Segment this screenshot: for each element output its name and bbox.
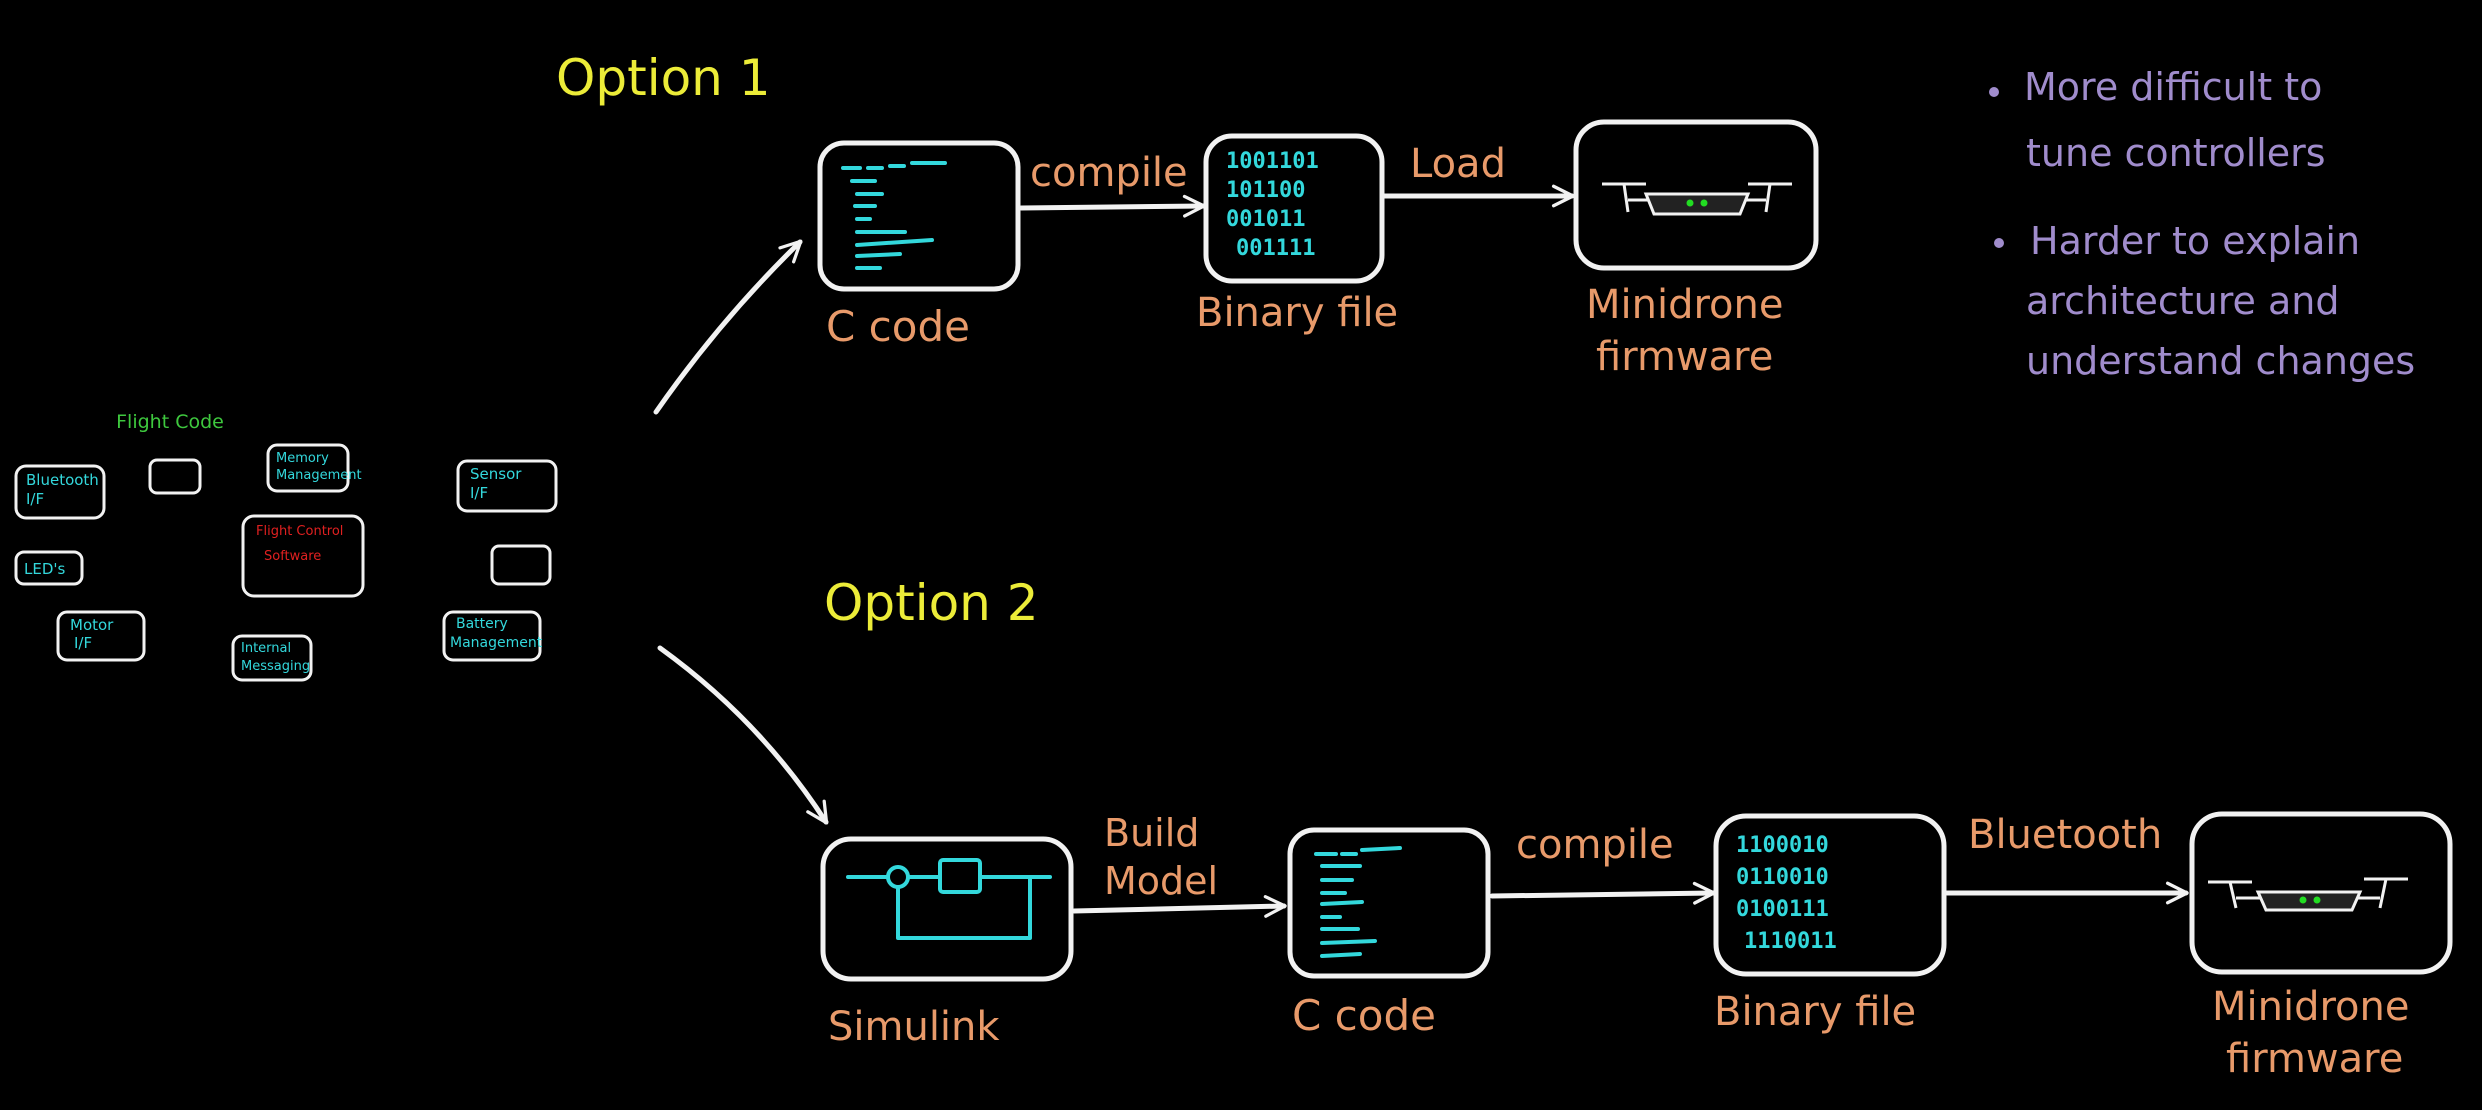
memory-management-module: Memory Management (266, 443, 362, 493)
bluetooth-if-module: Bluetooth I/F (14, 464, 106, 520)
option2-firmware-box (2189, 811, 2453, 975)
build-model-line2: Model (1104, 859, 1218, 903)
option1-firmware-line2: firmware (1596, 334, 1773, 380)
empty-module-box-2 (490, 544, 552, 586)
option2-binary-line3: 0100111 (1736, 897, 1829, 922)
battery-management-module: Battery Management (442, 610, 543, 662)
option1-binary-line1: 1001101 (1226, 149, 1319, 174)
note-2-line1: Harder to explain (2030, 219, 2360, 263)
bluetooth-label: Bluetooth (1968, 812, 2162, 858)
option2-binary-line2: 0110010 (1736, 865, 1829, 890)
code-lines-icon (1314, 846, 1402, 958)
sensor-module-line1: Sensor (470, 465, 522, 483)
option1-binary-line4: 001111 (1236, 236, 1315, 261)
flight-control-line1: Flight Control (256, 524, 343, 539)
notes-list: More difficult to tune controllers Harde… (1989, 65, 2415, 383)
option2-c-code-box (1287, 827, 1491, 979)
battery-module-line2: Management (450, 635, 543, 651)
option2-binary-label: Binary file (1714, 989, 1916, 1035)
option2-c-code-label: C code (1292, 991, 1436, 1040)
flight-control-line2: Software (264, 549, 321, 564)
internal-module-line2: Messaging (241, 659, 310, 674)
option1-row: Option 1 C code compile (556, 49, 1819, 380)
svg-text:Internal Messaging: Internal Messaging (241, 641, 310, 674)
note-bullet-2 (1994, 238, 2004, 248)
option1-binary-line3: 001011 (1226, 207, 1305, 232)
note-bullet-1 (1989, 87, 1999, 97)
internal-module-line1: Internal (241, 641, 291, 656)
option2-title: Option 2 (824, 574, 1039, 632)
note-1: More difficult to tune controllers (2024, 65, 2334, 175)
arrow-to-option2 (657, 645, 829, 825)
empty-module-box-1 (148, 458, 202, 495)
svg-text:1100010 0110010: 1100010 0110010 0100111 1110011 (1736, 833, 1842, 954)
leds-module-label: LED's (24, 560, 66, 578)
minidrone-icon (1602, 182, 1792, 216)
internal-messaging-module: Internal Messaging (231, 634, 313, 682)
battery-module-line1: Battery (456, 616, 508, 632)
motor-if-module: Motor I/F (56, 610, 146, 662)
option1-firmware-line1: Minidrone (1586, 282, 1783, 328)
option2-row: Option 2 Simulink Build Model (820, 574, 2453, 1082)
svg-text:Bluetooth I/F: Bluetooth I/F (26, 471, 104, 508)
bluetooth-module-line1: Bluetooth (26, 471, 99, 489)
simulink-label: Simulink (828, 1004, 1000, 1050)
option2-binary-line1: 1100010 (1736, 833, 1829, 858)
compile-arrow (1018, 194, 1206, 218)
option1-load-label: Load (1410, 141, 1506, 187)
build-model-line1: Build (1104, 811, 1199, 855)
option2-binary-box: 1100010 0110010 0100111 1110011 (1713, 813, 1947, 977)
flight-control-software-module: Flight Control Software (241, 514, 365, 598)
option2-binary-line4: 1110011 (1744, 929, 1837, 954)
memory-module-line1: Memory (276, 451, 329, 466)
arrow-to-option1 (653, 239, 803, 415)
simulink-model-icon (846, 858, 1052, 940)
option1-c-code-label: C code (826, 302, 970, 351)
option2-firmware-label: Minidrone firmware (2212, 984, 2422, 1082)
build-model-arrow (1071, 895, 1287, 918)
note-2-line3: understand changes (2026, 339, 2415, 383)
flight-code-cluster: Flight Code Bluetooth I/F Memory Managem… (14, 411, 558, 682)
svg-text:Memory Management: Memory Management (276, 451, 362, 483)
code-lines-icon (841, 161, 947, 270)
note-1-line2: tune controllers (2026, 131, 2326, 175)
option1-title: Option 1 (556, 49, 771, 107)
option1-firmware-label: Minidrone firmware (1586, 282, 1796, 380)
svg-text:Flight Control Softwar: Flight Control Software (256, 524, 348, 564)
svg-text:1001101 101100: 1001101 101100 001011 001111 (1226, 149, 1332, 261)
svg-text:Battery Management: Battery Management (450, 616, 543, 651)
memory-module-line2: Management (276, 468, 362, 483)
compile-arrow (1489, 881, 1716, 905)
option1-firmware-box (1573, 119, 1819, 271)
sensor-module-line2: I/F (470, 484, 488, 502)
option1-compile-label: compile (1030, 150, 1188, 196)
flight-code-title: Flight Code (116, 411, 224, 433)
bluetooth-module-line2: I/F (26, 490, 44, 508)
svg-text:Motor I/F: Motor I/F (70, 616, 118, 652)
sensor-if-module: Sensor I/F (456, 459, 558, 513)
leds-module: LED's (14, 550, 84, 586)
option1-c-code-box (817, 140, 1021, 292)
minidrone-icon (2208, 877, 2408, 912)
option1-binary-label: Binary file (1196, 290, 1398, 336)
motor-module-line2: I/F (74, 634, 92, 652)
option2-compile-label: compile (1516, 822, 1674, 868)
note-2: Harder to explain architecture and under… (2026, 219, 2415, 383)
note-2-line2: architecture and (2026, 279, 2340, 323)
simulink-box (820, 836, 1074, 982)
option1-binary-box: 1001101 101100 001011 001111 (1203, 133, 1385, 284)
svg-text:Sensor I/F: Sensor I/F (470, 465, 526, 502)
motor-module-line1: Motor (70, 616, 114, 634)
option2-firmware-line2: firmware (2226, 1036, 2403, 1082)
option1-binary-line2: 101100 (1226, 178, 1305, 203)
build-model-label: Build Model (1104, 811, 1218, 903)
option2-firmware-line1: Minidrone (2212, 984, 2409, 1030)
note-1-line1: More difficult to (2024, 65, 2322, 109)
